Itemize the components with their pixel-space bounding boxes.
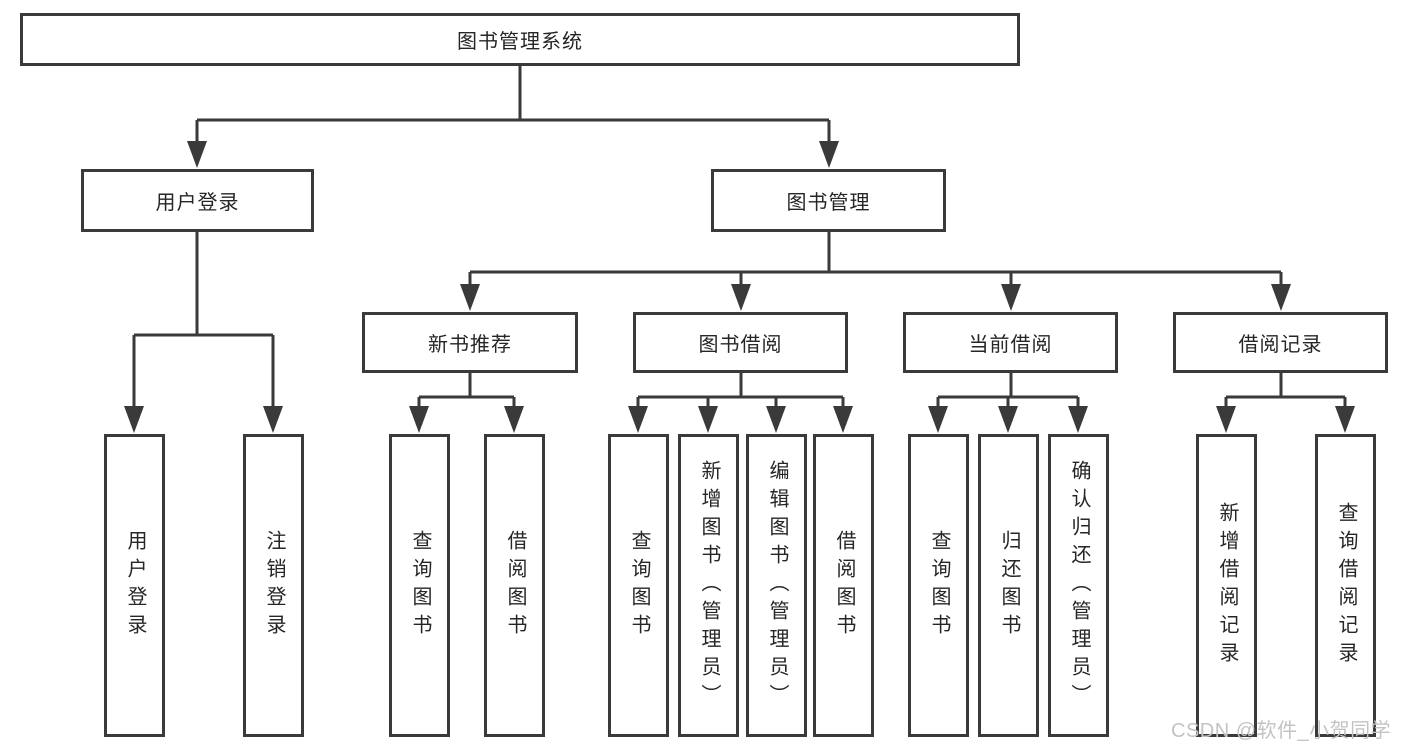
arrow-down-icon xyxy=(1335,406,1355,433)
leaf-edit-book-admin: 编辑图书（管理员） xyxy=(746,434,807,737)
arrow-down-icon xyxy=(409,406,429,433)
arrow-down-icon xyxy=(928,406,948,433)
arrow-down-icon xyxy=(698,406,718,433)
arrow-down-icon xyxy=(998,406,1018,433)
node-user-login: 用户登录 xyxy=(81,169,314,232)
leaf-confirm-return-admin: 确认归还（管理员） xyxy=(1048,434,1109,737)
arrow-down-icon xyxy=(460,284,480,311)
node-book-borrow: 图书借阅 xyxy=(633,312,848,373)
node-borrow-records: 借阅记录 xyxy=(1173,312,1388,373)
arrow-down-icon xyxy=(731,284,751,311)
leaf-query-books-current: 查询图书 xyxy=(908,434,969,737)
node-book-management: 图书管理 xyxy=(711,169,946,232)
arrow-down-icon xyxy=(1068,406,1088,433)
csdn-watermark: CSDN @软件_小贺同学 xyxy=(1171,720,1392,742)
arrow-down-icon xyxy=(628,406,648,433)
leaf-add-book-admin: 新增图书（管理员） xyxy=(678,434,739,737)
leaf-borrow-books: 借阅图书 xyxy=(813,434,874,737)
leaf-borrow-books-recommend: 借阅图书 xyxy=(484,434,545,737)
node-system-root: 图书管理系统 xyxy=(20,13,1020,66)
arrow-down-icon xyxy=(263,406,283,433)
leaf-query-books-borrow: 查询图书 xyxy=(608,434,669,737)
leaf-return-books: 归还图书 xyxy=(978,434,1039,737)
arrow-down-icon xyxy=(766,406,786,433)
arrow-down-icon xyxy=(1001,284,1021,311)
arrow-down-icon xyxy=(187,141,207,168)
arrow-down-icon xyxy=(124,406,144,433)
node-new-book-recommend: 新书推荐 xyxy=(362,312,578,373)
leaf-add-borrow-record: 新增借阅记录 xyxy=(1196,434,1257,737)
arrowheads xyxy=(124,141,1355,433)
node-current-borrow: 当前借阅 xyxy=(903,312,1118,373)
leaf-query-books-recommend: 查询图书 xyxy=(389,434,450,737)
leaf-query-borrow-record: 查询借阅记录 xyxy=(1315,434,1376,737)
arrow-down-icon xyxy=(1271,284,1291,311)
arrow-down-icon xyxy=(1216,406,1236,433)
leaf-user-login: 用户登录 xyxy=(104,434,165,737)
connector-lines xyxy=(132,66,1347,410)
arrow-down-icon xyxy=(833,406,853,433)
arrow-down-icon xyxy=(504,406,524,433)
leaf-logout: 注销登录 xyxy=(243,434,304,737)
arrow-down-icon xyxy=(819,141,839,168)
